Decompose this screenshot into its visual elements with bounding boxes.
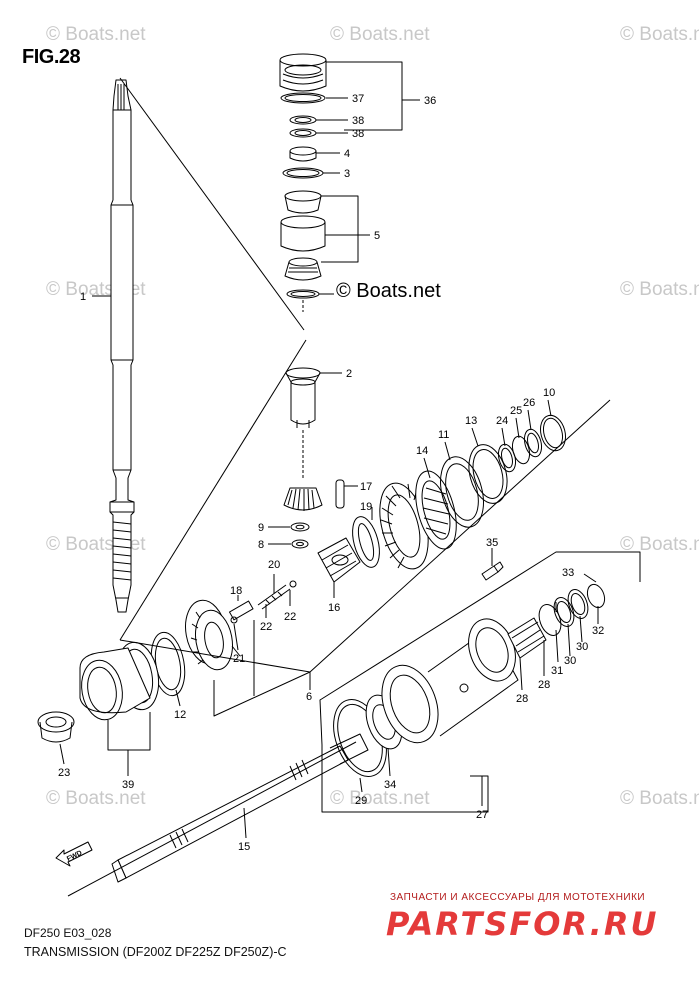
top-bearing-stack [279,53,327,312]
spring-20 [228,580,297,624]
watermark-bottom-left: © Boats.net [46,788,146,809]
part-number-19: 19 [360,501,372,513]
part-number-6: 6 [306,691,312,703]
bearing-carrier-assembly [319,551,641,813]
figure-title: FIG.28 [22,46,81,68]
part-number-34: 34 [384,779,396,791]
part-number-26: 26 [523,397,535,409]
watermark-low-right: © Boats.net [620,534,699,555]
watermark-top-right: © Boats.net [620,24,699,45]
fwd-arrow-icon [55,841,93,867]
drive-shaft [109,79,135,613]
part-number-14: 14 [416,445,428,457]
part-number-16: 16 [328,602,340,614]
part-number-39: 39 [122,779,134,791]
part-number-24: 24 [496,415,508,427]
part-number-31: 31 [551,665,563,677]
part-number-1: 1 [80,291,86,303]
clutch-dog [317,537,361,583]
figure-caption: TRANSMISSION (DF200Z DF225Z DF250Z)-C [24,945,287,959]
watermark-top-center: © Boats.net [330,24,430,45]
part-number-5: 5 [374,230,380,242]
part-number-17: 17 [360,481,372,493]
part-number-9: 9 [258,522,264,534]
part-number-35: 35 [486,537,498,549]
part-number-29: 29 [355,795,367,807]
propeller-shaft [67,733,369,897]
part-number-20: 20 [268,559,280,571]
part-number-30b: 30 [576,641,588,653]
pinion-gear [283,487,323,549]
part-number-18: 18 [230,585,242,597]
part-number-25: 25 [510,405,522,417]
rings-24-25-26 [497,414,566,473]
part-number-36: 36 [424,95,436,107]
watermark-bottom-center: © Boats.net [330,788,430,809]
part-number-8: 8 [258,539,264,551]
pin-17 [335,479,345,509]
sleeve-part-2 [285,367,321,480]
part-number-22a: 22 [260,621,272,633]
part-number-22b: 22 [284,611,296,623]
store-tagline: ЗАПЧАСТИ И АКСЕССУАРЫ ДЛЯ МОТОТЕХНИКИ [390,892,646,903]
watermark-top-left: © Boats.net [46,24,146,45]
part-number-2: 2 [346,368,352,380]
thrust-ring-11 [440,456,484,528]
part-number-23: 23 [58,767,70,779]
bushing-23 [37,711,75,743]
part-number-28a: 28 [516,693,528,705]
part-number-37: 37 [352,93,364,105]
part-number-28b: 28 [538,679,550,691]
watermark-bottom-right: © Boats.net [620,788,699,809]
part-number-4: 4 [344,148,350,160]
part-number-32: 32 [592,625,604,637]
bearing-housing-39 [79,641,160,721]
store-logo: PARTSFOR.RU [386,905,659,943]
part-number-33: 33 [562,567,574,579]
part-number-10: 10 [543,387,555,399]
part-number-38b: 38 [352,128,364,140]
part-number-21: 21 [233,653,245,665]
part-number-30a: 30 [564,655,576,667]
part-number-15: 15 [238,841,250,853]
watermark-mid-right: © Boats.net [620,279,699,300]
center-watermark: © Boats.net [334,280,443,303]
part-number-38a: 38 [352,115,364,127]
part-number-3: 3 [344,168,350,180]
bolt-35 [481,561,504,581]
part-number-13: 13 [465,415,477,427]
part-number-27: 27 [476,809,488,821]
figure-code: DF250 E03_028 [24,926,112,940]
reverse-gear [185,599,233,671]
needle-bearing-19 [352,516,380,568]
part-number-11: 11 [438,429,449,441]
part-number-12: 12 [174,709,186,721]
